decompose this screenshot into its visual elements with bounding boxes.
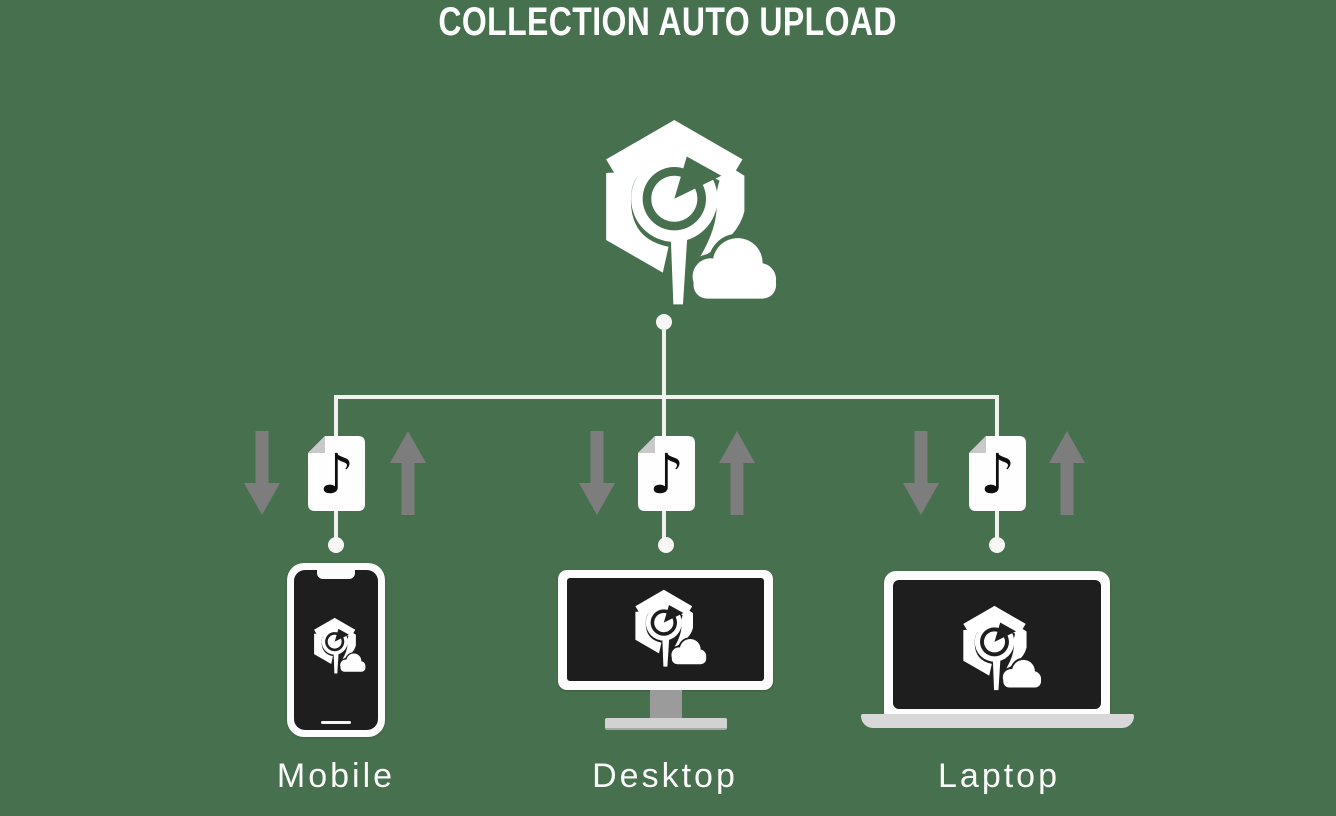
page-title: COLLECTION AUTO UPLOAD: [438, 0, 898, 44]
music-note-glyph: ♪: [648, 442, 685, 506]
music-file-icon: ♪: [308, 436, 365, 511]
monitor-stand: [650, 690, 682, 720]
device-label-desktop: Desktop: [592, 757, 738, 795]
device-label-laptop: Laptop: [938, 757, 1060, 795]
connector-dot-laptop: [989, 537, 1005, 553]
music-note-glyph: ♪: [979, 442, 1016, 506]
device-label-mobile: Mobile: [276, 757, 396, 795]
music-file-icon: ♪: [969, 436, 1026, 511]
connector-line-horizontal: [334, 395, 999, 399]
header: COLLECTION AUTO UPLOAD: [0, 0, 1336, 44]
phone-notch: [317, 570, 355, 579]
download-arrow-icon: [579, 431, 615, 515]
upload-arrow-icon: [719, 431, 755, 515]
upload-arrow-icon: [390, 431, 426, 515]
rekordbox-cloud-logo: [954, 605, 1042, 695]
download-arrow-icon: [903, 431, 939, 515]
music-file-icon: ♪: [638, 436, 695, 511]
phone-home-indicator: [321, 721, 351, 724]
upload-arrow-icon: [1049, 431, 1085, 515]
rekordbox-cloud-logo: [627, 589, 707, 671]
music-note-glyph: ♪: [318, 442, 355, 506]
download-arrow-icon: [244, 431, 280, 515]
rekordbox-cloud-logo: [308, 617, 366, 677]
connector-dot-top: [656, 314, 672, 330]
connector-dot-mobile: [328, 537, 344, 553]
connector-dot-desktop: [658, 537, 674, 553]
monitor-base: [605, 718, 727, 730]
laptop-base: [861, 714, 1134, 728]
rekordbox-cloud-logo: [586, 118, 778, 315]
